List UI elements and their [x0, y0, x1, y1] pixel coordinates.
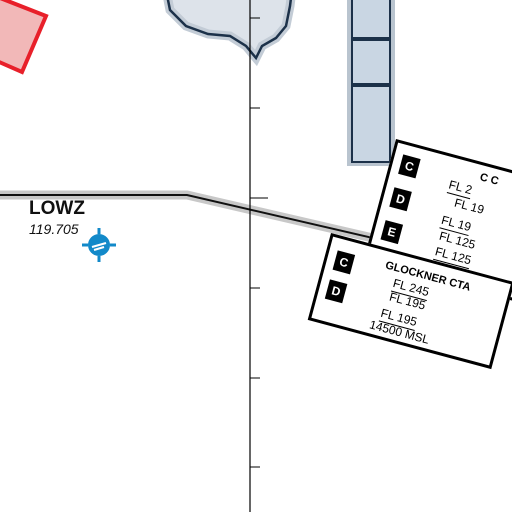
airspace-class-badge: E [380, 220, 404, 245]
airspace-lower-limit: FL 19 [452, 195, 486, 217]
airport-code: LOWZ [29, 198, 85, 219]
airspace-class-badge: D [389, 187, 412, 212]
airspace-class-badge: C [398, 154, 421, 179]
terrain-outline [166, 0, 293, 61]
airspace-c-title: C C [478, 171, 500, 188]
airspace-class-badge: C [332, 250, 356, 275]
airspace-class-badge: D [324, 279, 348, 304]
restricted-area [0, 0, 49, 75]
grid-ticks [250, 17, 268, 468]
airport-frequency: 119.705 [29, 221, 79, 237]
terrain-area [163, 0, 296, 67]
airport-radio-icon[interactable] [80, 226, 118, 264]
runway-strip [347, 0, 395, 166]
